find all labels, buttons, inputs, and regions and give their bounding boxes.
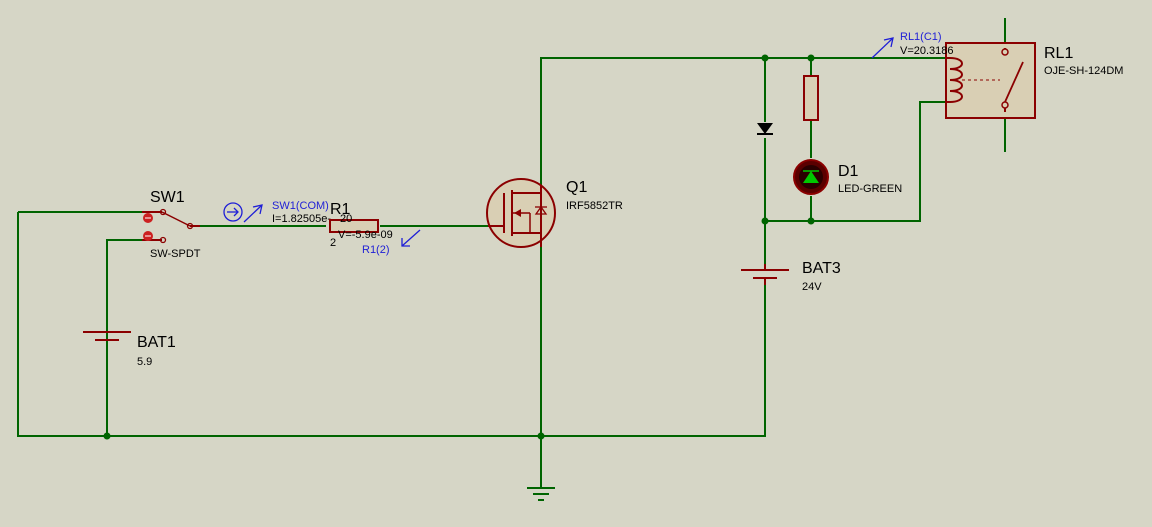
r1-value-label: 20: [340, 213, 352, 225]
ground-icon: [527, 487, 555, 501]
led-lit-icon: [803, 171, 819, 183]
junction-dot: [807, 217, 815, 225]
q1-mosfet[interactable]: [486, 178, 556, 248]
bat1-battery[interactable]: [83, 331, 131, 341]
junction-dot: [761, 217, 769, 225]
junctions: [103, 54, 815, 440]
r1-probe-name: R1(2): [362, 244, 390, 256]
rl1-value-label: OJE-SH-124DM: [1044, 65, 1123, 77]
r1-resistor[interactable]: [329, 219, 379, 233]
r1-ref-label: R1: [330, 201, 351, 218]
q1-value-label: IRF5852TR: [566, 200, 623, 212]
sw1-ref-label: SW1: [150, 189, 185, 206]
wire-bottom-node[interactable]: [765, 101, 945, 222]
current-probe-icon[interactable]: [223, 202, 243, 222]
sw1-switch[interactable]: [142, 208, 200, 244]
wire-sw-nc[interactable]: [106, 239, 142, 436]
r1-probe-reading: V=-5.9e-09: [338, 229, 393, 241]
wire-drain-top[interactable]: [540, 57, 945, 186]
bat3-value-label: 24V: [802, 281, 822, 293]
voltage-probe-arrow-icon: [243, 204, 263, 223]
rl1-probe-reading: V=20.3186: [900, 45, 954, 57]
junction-dot: [761, 54, 769, 62]
d1-value-label: LED-GREEN: [838, 183, 902, 195]
sw1-probe-reading: I=1.82505e-: [272, 213, 331, 225]
d1-led[interactable]: [793, 159, 829, 195]
rl1-probe-name: RL1(C1): [900, 31, 942, 43]
sw1-value-label: SW-SPDT: [150, 248, 201, 260]
r1-pin2-label: 2: [330, 237, 336, 249]
voltage-probe-arrow-icon[interactable]: [401, 229, 421, 247]
rl1-ref-label: RL1: [1044, 45, 1073, 62]
junction-dot: [103, 432, 111, 440]
bat1-ref-label: BAT1: [137, 334, 176, 351]
junction-dot: [807, 54, 815, 62]
wire-left-side[interactable]: [17, 212, 766, 437]
rl1-relay[interactable]: [945, 42, 1036, 119]
bat3-battery[interactable]: [741, 264, 789, 285]
led-resistor[interactable]: [803, 75, 819, 121]
voltage-probe-arrow-icon[interactable]: [871, 37, 894, 59]
bat3-ref-label: BAT3: [802, 260, 841, 277]
sw1-probe-name: SW1(COM): [272, 200, 329, 212]
flyback-diode[interactable]: [757, 123, 773, 135]
bat1-value-label: 5.9: [137, 356, 152, 368]
junction-dot: [537, 432, 545, 440]
d1-ref-label: D1: [838, 163, 859, 180]
q1-ref-label: Q1: [566, 179, 587, 196]
